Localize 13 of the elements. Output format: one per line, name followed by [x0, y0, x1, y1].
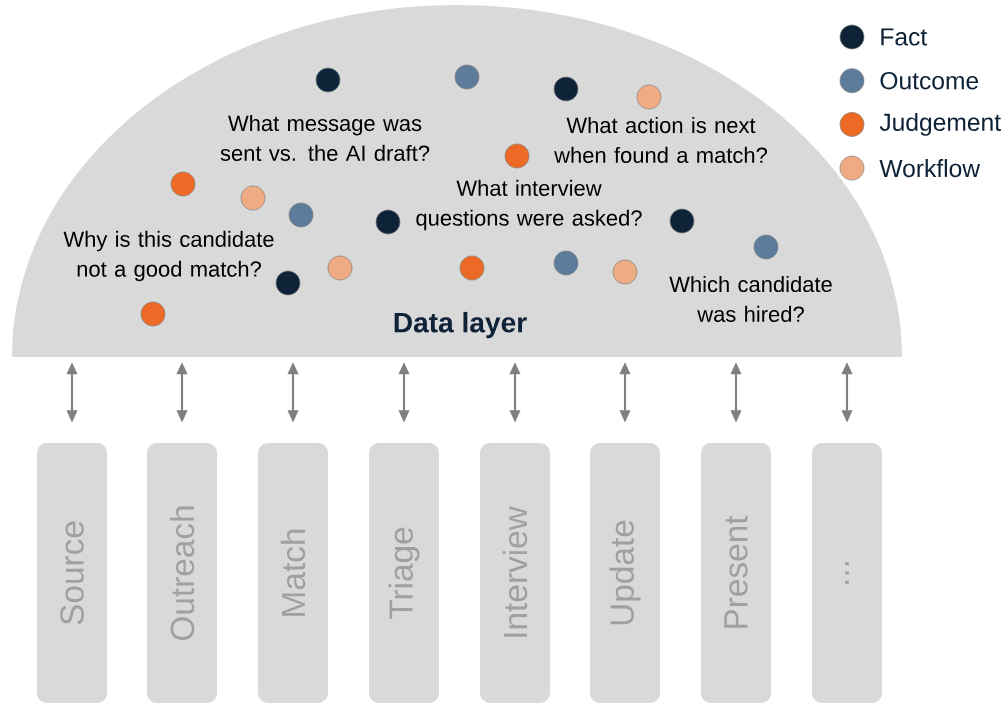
stage-box: Interview — [480, 443, 550, 703]
question-text: Which candidate was hired? — [669, 275, 832, 322]
question-text: What action is next when found a match? — [554, 117, 767, 163]
stage-box: Outreach — [147, 443, 217, 703]
stage-box: Update — [590, 443, 660, 703]
stage-box: Triage — [369, 443, 439, 703]
question-text: Why is this candidate not a good match? — [63, 230, 274, 282]
stage-box: ... — [812, 443, 882, 703]
question-text: What interview questions were asked? — [416, 179, 642, 231]
stage-box: Match — [258, 443, 328, 703]
stage-box: Present — [701, 443, 771, 703]
stage-box: Source — [37, 443, 107, 703]
question-text: What message was sent vs. the AI draft? — [220, 115, 430, 161]
